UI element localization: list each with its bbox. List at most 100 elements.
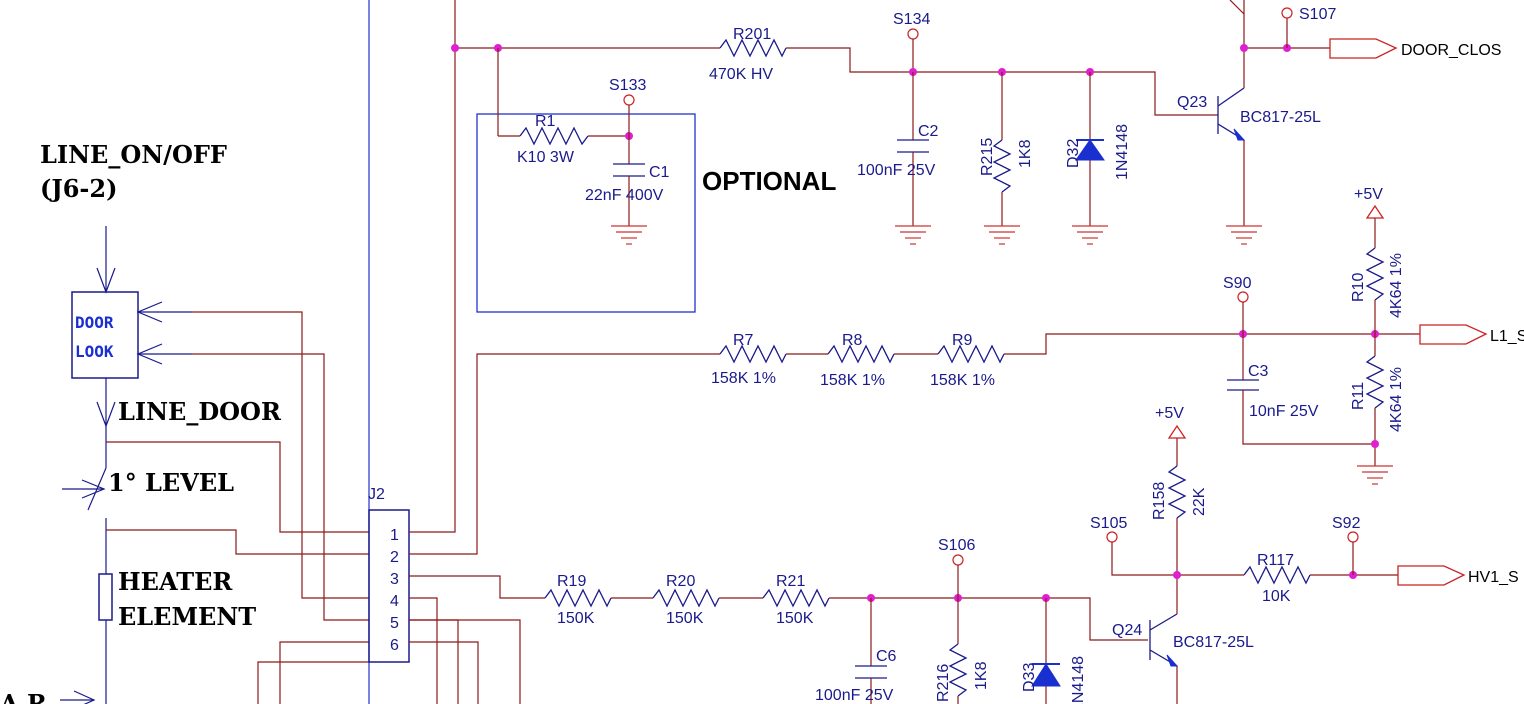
r10-ref: R10: [1350, 273, 1367, 302]
c2-ref: C2: [918, 123, 939, 140]
c1-ref: C1: [649, 164, 670, 181]
test-point-s106: S106: [938, 537, 975, 598]
c3-value: 10nF 25V: [1249, 403, 1319, 420]
j2-pin-5: 5: [390, 615, 399, 632]
r201-value: 470K HV: [709, 66, 773, 83]
r9-ref: R9: [952, 332, 973, 349]
resistor-r117: R117 10K: [1243, 552, 1311, 605]
test-point-s107: S107: [1281, 6, 1336, 48]
r158-ref: R158: [1151, 482, 1168, 520]
r9-out-wire: [1004, 333, 1420, 355]
port-hv1: HV1_S: [1397, 565, 1519, 586]
r8-value: 158K 1%: [820, 372, 885, 389]
line-on-off-arrow: [96, 226, 116, 294]
hv1-label: HV1_S: [1468, 569, 1519, 586]
r216-ref: R216: [935, 664, 952, 702]
test-point-s105: S105: [1090, 515, 1127, 543]
capacitor-c3: C3 10nF 25V: [1227, 334, 1375, 445]
node-q24-collector: [1173, 571, 1181, 579]
ground-q23: [1226, 225, 1262, 245]
node-c3-ground: [1371, 440, 1379, 448]
test-point-s92: S92: [1332, 515, 1361, 575]
s92-label: S92: [1332, 515, 1361, 532]
r8-ref: R8: [842, 332, 863, 349]
ground-c1: [611, 225, 647, 245]
capacitor-c2: C2 100nF 25V: [857, 72, 939, 226]
optional-label: OPTIONAL: [702, 166, 836, 196]
r201-ref: R201: [733, 26, 771, 43]
transistor-q23: Q23 BC817-25L: [1177, 87, 1321, 141]
j2-connector: J2 1 2 3 4 5 6: [368, 486, 410, 663]
j2-pin-6: 6: [390, 637, 399, 654]
ground-d32: [1072, 225, 1108, 245]
c3-ref: C3: [1248, 363, 1269, 380]
q24-ref: Q24: [1112, 622, 1142, 639]
j2-pin-1: 1: [390, 527, 399, 544]
test-point-s133: S133: [609, 77, 646, 136]
power-5v-bottom: +5V: [1155, 405, 1187, 466]
node-top-left: [451, 44, 459, 52]
j2-ref: J2: [368, 486, 385, 503]
s107-label: S107: [1299, 6, 1336, 23]
r21-ref: R21: [776, 573, 805, 590]
r216-value: 1K8: [973, 661, 990, 690]
line-on-off-label: LINE_ON/OFF: [40, 140, 227, 169]
resistor-r19: R19 150K: [544, 573, 612, 627]
l1-label: L1_S: [1490, 328, 1524, 345]
resistor-r7: R7 158K 1%: [711, 332, 787, 387]
resistor-r1: R1 K10 3W: [498, 113, 629, 166]
optional-block-frame: [476, 113, 696, 313]
c6-ref: C6: [876, 648, 897, 665]
r19-ref: R19: [557, 573, 586, 590]
heater-label: HEATER: [118, 567, 233, 596]
q24-value: BC817-25L: [1173, 634, 1254, 651]
line-door-label: LINE_DOOR: [118, 397, 282, 426]
j2-pin-2: 2: [390, 549, 399, 566]
line-on-off-sub-label: (J6-2): [40, 174, 117, 203]
s90-label: S90: [1223, 275, 1252, 292]
r7-value: 158K 1%: [711, 370, 776, 387]
r19-value: 150K: [557, 610, 595, 627]
level-label: 1° LEVEL: [108, 468, 234, 497]
r158-value: 22K: [1191, 487, 1208, 516]
r20-ref: R20: [666, 573, 695, 590]
r11-value: 4K64 1%: [1388, 367, 1405, 432]
diode-d33: D33 1N4148: [1021, 598, 1087, 704]
r215-value: 1K8: [1017, 139, 1034, 168]
diode-d32: D32 1N4148: [1065, 72, 1131, 226]
r117-value: 10K: [1262, 588, 1291, 605]
transistor-q24: Q24 BC817-25L: [1112, 613, 1254, 667]
c1-value: 22nF 400V: [585, 187, 664, 204]
q23-value: BC817-25L: [1240, 109, 1321, 126]
vcc-bottom-label: +5V: [1155, 405, 1184, 422]
r10-value: 4K64 1%: [1388, 253, 1405, 318]
s134-label: S134: [893, 11, 930, 28]
r7-ref: R7: [733, 332, 754, 349]
vcc-top-label: +5V: [1354, 186, 1383, 203]
door-look-arrow-lower: [136, 343, 192, 365]
r1-value: K10 3W: [517, 149, 575, 166]
power-5v-top: +5V: [1354, 186, 1385, 248]
ground-c2: [895, 225, 931, 245]
r21-value: 150K: [776, 610, 814, 627]
resistor-r215: R215 1K8: [979, 72, 1034, 226]
capacitor-c1: C1 22nF 400V: [585, 136, 670, 226]
door-look-label: DOOR: [75, 313, 114, 332]
d33-ref: D33: [1021, 663, 1038, 692]
r11-ref: R11: [1350, 382, 1367, 410]
j2-pin-4: 4: [390, 593, 399, 610]
door-look-block: DOOR LOOK: [71, 291, 139, 379]
s105-wire: [1111, 542, 1244, 576]
heater-element-symbol: [98, 573, 113, 621]
r20-value: 150K: [666, 610, 704, 627]
resistor-r8: R8 158K 1%: [820, 332, 895, 389]
resistor-r158: R158 22K: [1151, 465, 1208, 575]
resistor-r9: R9 158K 1%: [930, 332, 1005, 389]
ground-r215: [984, 225, 1020, 245]
line-door-arrow: [96, 378, 116, 428]
external-to-j2-wires: [106, 311, 369, 704]
door-look-arrow-upper: [136, 301, 192, 323]
s133-label: S133: [609, 77, 646, 94]
j2-output-wires: [409, 0, 720, 704]
